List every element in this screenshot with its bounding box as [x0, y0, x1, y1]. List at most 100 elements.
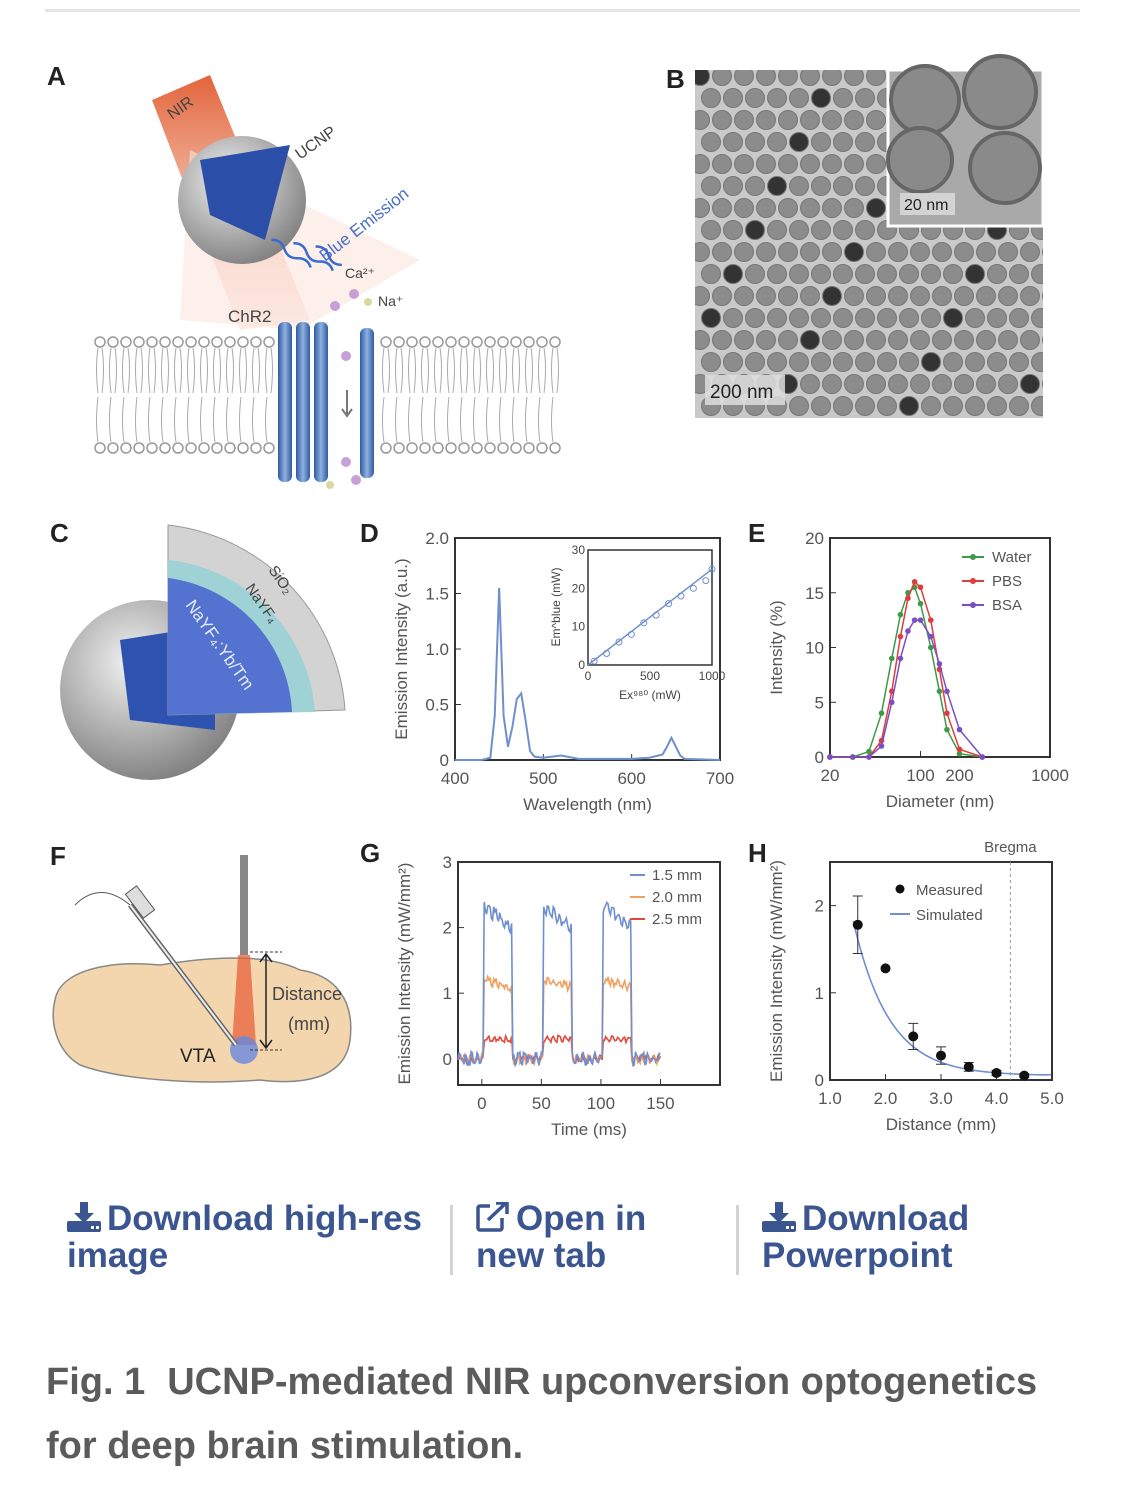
simulated-curve	[852, 921, 1051, 1076]
nanoparticle	[767, 176, 787, 196]
inset-frame	[587, 549, 713, 666]
lipid-tail	[408, 347, 416, 443]
inset-data-point	[665, 600, 673, 608]
lipid-head	[549, 442, 561, 454]
nanoparticle	[932, 286, 952, 306]
nanoparticle	[855, 352, 875, 372]
measured-point	[991, 1068, 1002, 1079]
x-tick-label: 50	[532, 1094, 551, 1113]
nanoparticle	[695, 286, 710, 306]
nanoparticle	[767, 88, 787, 108]
lipid-tail	[252, 347, 260, 443]
lipid-head	[432, 442, 444, 454]
nanoparticle	[976, 286, 996, 306]
nanoparticle	[701, 264, 721, 284]
nanoparticle	[866, 198, 886, 218]
measured-point	[852, 919, 863, 930]
x-tick-label: 1000	[1031, 766, 1069, 785]
nanoparticle	[745, 88, 765, 108]
lipid-head	[211, 442, 223, 454]
inset-data-point	[689, 584, 697, 592]
lipid-tail	[460, 347, 468, 443]
lipid-head	[380, 336, 392, 348]
nanoparticle	[789, 264, 809, 284]
data-point	[979, 754, 986, 760]
inset-data-point	[652, 611, 660, 619]
nanoparticle	[987, 352, 1007, 372]
nanoparticle	[723, 176, 743, 196]
lipid-tail	[525, 347, 533, 443]
measured-point	[880, 963, 891, 974]
nanoparticle	[723, 352, 743, 372]
panel-letter-c: C	[50, 518, 69, 548]
nanoparticle	[1054, 353, 1073, 372]
nanoparticle	[767, 352, 787, 372]
data-point	[917, 617, 924, 623]
data-point	[956, 750, 963, 757]
lipid-head	[510, 336, 522, 348]
nanoparticle	[976, 242, 996, 262]
lipid-tail	[226, 347, 234, 443]
nanoparticle	[811, 264, 831, 284]
legend-label: 1.5 mm	[652, 867, 702, 884]
y-tick-label: 2	[443, 919, 452, 938]
download-powerpoint-button[interactable]: Download Powerpoint	[762, 1200, 1012, 1274]
lipid-head	[406, 442, 418, 454]
inset-y-tick-label: 20	[572, 581, 586, 595]
x-tick-label: 2.0	[874, 1089, 898, 1108]
nanoparticle	[811, 220, 831, 240]
nanoparticle	[1031, 396, 1043, 416]
y-axis-label: Intensity (%)	[767, 600, 786, 694]
lipid-tail	[265, 347, 273, 443]
nanoparticle	[778, 198, 798, 218]
nanoparticle	[866, 374, 886, 394]
lipid-tail	[200, 347, 208, 443]
nanoparticle	[822, 154, 842, 174]
open-new-tab-button[interactable]: Open in new tab	[476, 1200, 676, 1274]
nanoparticle	[1054, 265, 1073, 284]
nanoparticle	[910, 374, 930, 394]
nanoparticle	[756, 70, 776, 86]
nanoparticle	[800, 374, 820, 394]
lipid-head	[497, 336, 509, 348]
lipid-head	[172, 442, 184, 454]
lipid-head	[419, 336, 431, 348]
nanoparticle	[1020, 330, 1040, 350]
x-tick-label: 700	[706, 769, 734, 788]
nanoparticle	[899, 396, 919, 416]
lipid-head	[237, 336, 249, 348]
nanoparticle	[734, 330, 754, 350]
nanoparticle	[789, 132, 809, 152]
external-link-icon	[476, 1202, 509, 1232]
nanoparticle	[844, 110, 864, 130]
nanoparticle	[701, 176, 721, 196]
nanoparticle	[701, 88, 721, 108]
data-point	[888, 655, 895, 662]
nanoparticle	[1009, 396, 1029, 416]
nanoparticle	[695, 70, 710, 86]
inset-x-tick-label: 1000	[699, 669, 726, 683]
nanoparticle	[1031, 308, 1043, 328]
open-new-tab-label: Open in new tab	[476, 1199, 647, 1275]
ucnp-core	[200, 145, 290, 240]
nanoparticle	[723, 220, 743, 240]
legend-marker	[970, 602, 976, 608]
y-tick-label: 1.5	[425, 585, 449, 604]
lipid-tail	[148, 347, 156, 443]
nanoparticle	[943, 352, 963, 372]
nanoparticle	[811, 132, 831, 152]
nanoparticle	[833, 88, 853, 108]
nanoparticle	[734, 242, 754, 262]
download-high-res-button[interactable]: Download high-res image	[67, 1200, 427, 1274]
nanoparticle	[734, 198, 754, 218]
distance-unit-label: (mm)	[288, 1014, 330, 1034]
nanoparticle	[756, 242, 776, 262]
nanoparticle	[800, 198, 820, 218]
legend-label: BSA	[992, 597, 1022, 614]
data-point	[944, 688, 950, 695]
legend-label: 2.0 mm	[652, 889, 702, 906]
ucnp-label: UCNP	[293, 123, 340, 163]
